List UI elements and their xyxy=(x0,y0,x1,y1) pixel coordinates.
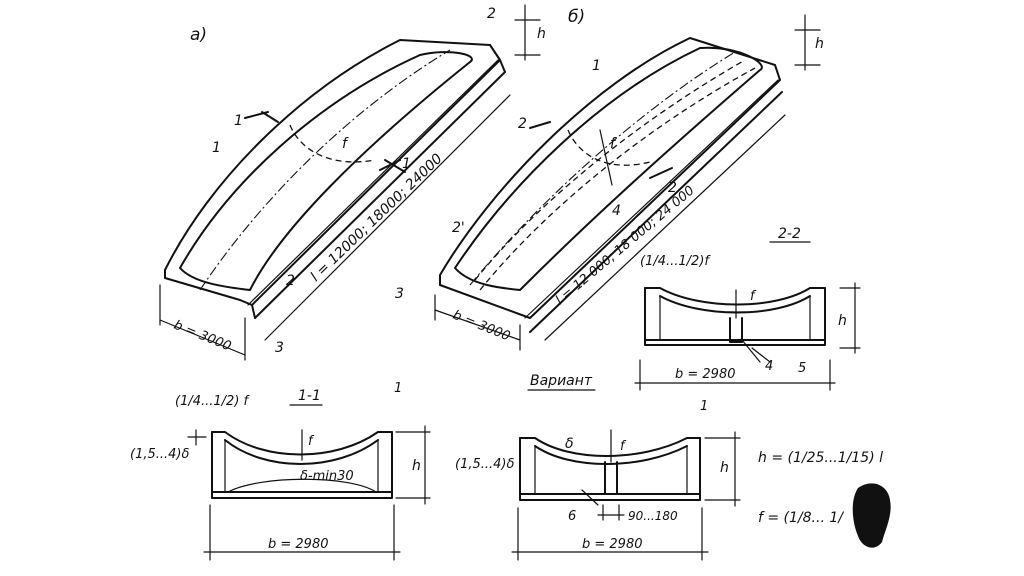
label-b-4: 4 xyxy=(612,203,621,219)
label-b-span: l = 12 000; 18 000; 24 000 xyxy=(553,183,698,308)
variant-rib-width: 90...180 xyxy=(628,509,678,523)
variant-b2980: b = 2980 xyxy=(582,537,643,552)
variant-h: h xyxy=(720,460,729,476)
section-11-delta-range: (1,5...4)δ xyxy=(130,447,189,462)
section-11-h: h xyxy=(412,458,421,474)
label-a-span: l = 12000; 18000; 24000 xyxy=(308,151,446,285)
section-22-title: 2-2 xyxy=(778,226,801,242)
figure-a-label: а) xyxy=(190,25,207,45)
label-b-3: 3 xyxy=(395,286,404,302)
section-11-delta-min: δ-min30 xyxy=(300,469,354,484)
variant-title: Вариант xyxy=(530,373,593,389)
section-22-5: 5 xyxy=(798,361,806,376)
label-a-1-cut2: 1 xyxy=(402,156,411,172)
label-b-b3000: b = 3000 xyxy=(451,308,513,345)
section-2-2: 2-2 (1/4...1/2)f f h 4 5 b = 2980 xyxy=(634,226,861,391)
ink-blot xyxy=(852,483,891,548)
variant-1: 1 xyxy=(700,399,708,414)
label-a-2-top: 2 xyxy=(487,6,496,22)
section-22-h: h xyxy=(838,313,847,329)
figure-b-slab-perspective: б) 1 h 2 f 2 4 2' 3 l = 12 000; 18 000; … xyxy=(395,7,824,351)
variant-6: 6 xyxy=(568,509,576,524)
label-a-2-bottom: 2 xyxy=(286,273,295,289)
label-b-1: 1 xyxy=(592,58,601,74)
section-11-1: 1 xyxy=(394,381,402,396)
section-22-4: 4 xyxy=(765,359,773,374)
variant-delta-range: (1,5...4)δ xyxy=(455,457,514,472)
formula-f: f = (1/8... 1/ xyxy=(758,510,844,526)
variant-delta: δ xyxy=(565,436,574,452)
figure-b-label: б) xyxy=(568,7,585,27)
label-b-h: h xyxy=(815,36,824,52)
section-22-f: f xyxy=(750,289,757,304)
section-11-b2980: b = 2980 xyxy=(268,537,329,552)
section-11-title: 1-1 xyxy=(298,388,321,404)
section-1-1: 1-1 (1/4...1/2) f 1 (1,5...4)δ f δ-min30… xyxy=(130,381,431,561)
label-a-h: h xyxy=(537,26,546,42)
label-b-2p: 2' xyxy=(452,220,465,236)
section-11-f: f xyxy=(308,434,315,449)
label-a-1-shell: 1 xyxy=(212,140,221,156)
label-a-b3000: b = 3000 xyxy=(172,318,234,355)
label-b-2-cut: 2 xyxy=(518,116,527,132)
section-variant: Вариант (1,5...4)δ 1 δ f h 6 90...180 b … xyxy=(455,373,741,561)
variant-f: f xyxy=(620,439,627,454)
figure-a-slab-perspective: а) 2 h 1 1 f 1 2 3 xyxy=(159,4,546,361)
label-b-f: f xyxy=(610,136,617,152)
section-22-b2980: b = 2980 xyxy=(675,367,736,382)
formula-h: h = (1/25...1/15) l xyxy=(758,450,883,466)
label-b-2-cut2: 2 xyxy=(668,180,677,196)
label-a-f: f xyxy=(342,136,349,152)
label-a-3: 3 xyxy=(275,340,284,356)
section-11-edge-frac: (1/4...1/2) f xyxy=(175,394,251,409)
formulas: h = (1/25...1/15) l f = (1/8... 1/ xyxy=(758,450,891,548)
section-22-edge-frac: (1/4...1/2)f xyxy=(640,254,711,269)
label-a-1-cut: 1 xyxy=(234,113,243,129)
